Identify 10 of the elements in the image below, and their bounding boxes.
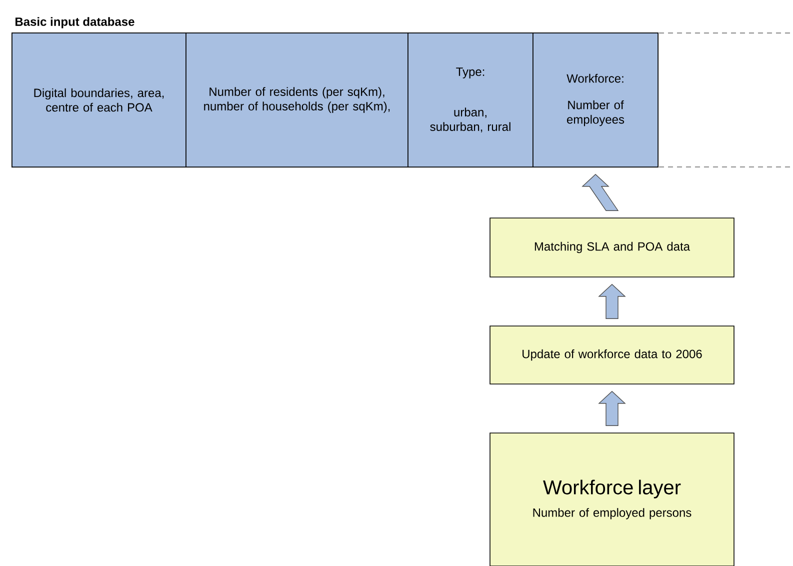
block-arrow (598, 390, 626, 426)
process-box: Workforce layer Number of employed persons (490, 432, 734, 566)
node-label: Basic input database (16, 17, 134, 28)
block-arrow (598, 284, 626, 319)
table-cell: Digital boundaries, area, centre of each POA (12, 32, 186, 168)
process-box: Matching SLA and POA data (490, 218, 734, 278)
table-cell: Type: urban, suburban, rural (408, 32, 534, 168)
table-cell: Number of residents (per sqKm), number of households (per sqKm), (186, 32, 408, 168)
process-box: Update of workforce data to 2006 (490, 326, 734, 384)
table-cell: Workforce: Number of employees (532, 32, 658, 168)
